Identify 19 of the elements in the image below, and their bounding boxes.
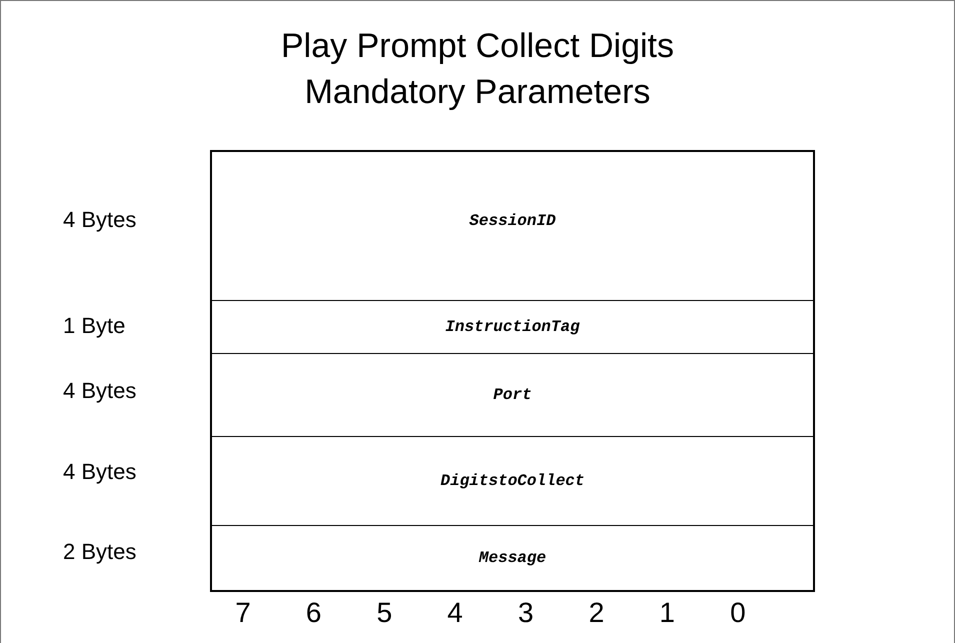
bit-number: 5 <box>376 597 392 629</box>
bit-number: 3 <box>518 597 534 629</box>
byte-size-label: 4 Bytes <box>63 459 136 485</box>
field-name: DigitstoCollect <box>440 472 585 490</box>
byte-size-label: 4 Bytes <box>63 378 136 404</box>
bit-number: 4 <box>447 597 463 629</box>
diagram-title: Play Prompt Collect Digits Mandatory Parameters <box>280 26 675 113</box>
field-name: Message <box>478 549 546 567</box>
bit-number: 2 <box>588 597 604 629</box>
byte-size-label: 2 Bytes <box>63 539 136 565</box>
bit-number: 6 <box>306 597 322 629</box>
field-name: Port <box>493 386 532 404</box>
bit-number: 0 <box>730 597 746 629</box>
field-name: SessionID <box>469 212 556 230</box>
field-name: InstructionTag <box>445 318 580 336</box>
bit-number: 7 <box>235 597 251 629</box>
byte-size-label: 1 Byte <box>63 313 126 339</box>
bit-number: 1 <box>659 597 675 629</box>
byte-size-label: 4 Bytes <box>63 207 136 233</box>
